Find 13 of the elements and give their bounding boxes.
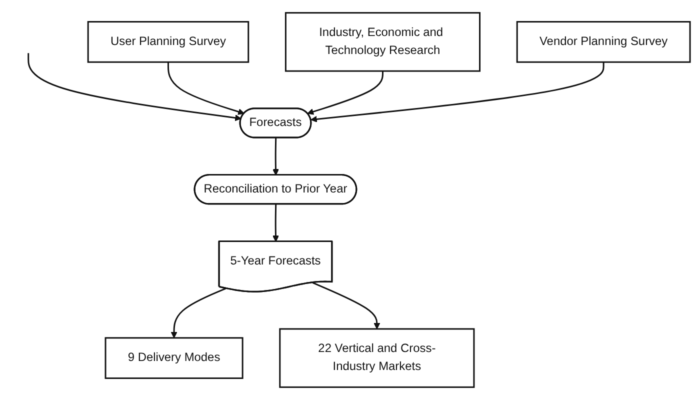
arrow	[310, 62, 604, 122]
arrow	[272, 138, 280, 176]
node-box: Industry, Economic and Technology Research	[284, 12, 481, 72]
node-box: 9 Delivery Modes	[104, 337, 244, 379]
node-box: User Planning Survey	[87, 21, 250, 63]
arrow	[28, 53, 242, 122]
arrow	[170, 288, 226, 338]
arrow	[272, 204, 280, 242]
arrow	[312, 282, 380, 330]
arrow	[307, 71, 384, 115]
node-box: Vendor Planning Survey	[516, 21, 691, 63]
node-box: 22 Vertical and Cross-Industry Markets	[279, 328, 475, 388]
arrow	[167, 62, 244, 115]
